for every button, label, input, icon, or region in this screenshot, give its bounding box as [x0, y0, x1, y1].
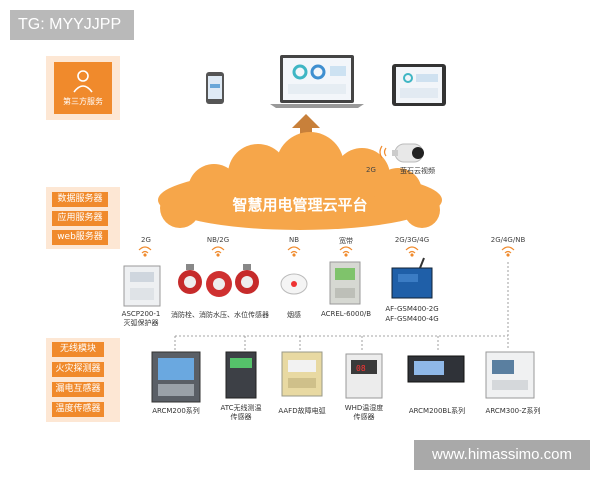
- signal-icons-top: [138, 246, 515, 257]
- laptop-icon: [270, 55, 364, 108]
- net-acrel6000: 宽带: [339, 237, 353, 245]
- device-arcm200bl: [407, 355, 465, 383]
- device-whd: 08: [345, 353, 383, 399]
- label-hydrant: 消防栓、消防水压、水位传感器: [171, 311, 269, 319]
- device-acrel6000: [329, 261, 361, 305]
- label-atc: ATC无线测温 传感器: [220, 404, 262, 421]
- cloud-shape: [158, 132, 442, 230]
- sensor-wireless: 无线模块: [52, 342, 104, 357]
- net-smoke: NB: [288, 236, 300, 244]
- device-af-gsm400: [391, 257, 433, 299]
- server-data: 数据服务器: [52, 192, 108, 207]
- camera-icon: [392, 143, 424, 163]
- label-whd: WHD温湿度 传感器: [344, 404, 384, 421]
- device-arcm300z: [485, 351, 535, 399]
- net-ascp200: 2G: [141, 236, 151, 244]
- sensor-fire: 火灾探测器: [52, 362, 104, 377]
- label-arcm200bl: ARCM200BL系列: [408, 407, 466, 415]
- label-aafd: AAFD故障电弧: [278, 407, 326, 415]
- third-party-label: 第三方服务: [63, 97, 103, 106]
- upload-arrow-icon: [292, 114, 320, 152]
- label-smoke: 烟感: [287, 311, 301, 319]
- tablet-icon: [392, 64, 446, 106]
- svg-text:08: 08: [356, 364, 366, 373]
- bus-connector: [174, 262, 509, 350]
- camera-net: 2G: [366, 166, 376, 174]
- camera-signal-icon: [379, 145, 387, 159]
- net-arcm300z: 2G/4G/NB: [490, 236, 526, 244]
- device-aafd: [281, 351, 323, 397]
- device-atc: [225, 351, 257, 399]
- net-hydrant: NB/2G: [206, 236, 230, 244]
- sensor-temp: 温度传感器: [52, 402, 104, 417]
- device-smoke-detector: [280, 273, 308, 295]
- sensor-leak: 漏电互感器: [52, 382, 104, 397]
- watermark-top: TG: MYYJJPP: [10, 10, 134, 40]
- label-af-gsm400: AF-GSM400-2G AF-GSM400-4G: [385, 305, 439, 323]
- device-arcm200: [151, 351, 201, 403]
- device-hydrant-sensors: [178, 264, 259, 297]
- camera-label: 萤石云视频: [400, 167, 435, 175]
- label-ascp200: ASCP200-1 灭弧保护器: [121, 310, 161, 327]
- device-ascp200: [123, 265, 161, 307]
- watermark-bottom: www.himassimo.com: [414, 440, 590, 470]
- label-arcm300z: ARCM300-Z系列: [485, 407, 541, 415]
- label-acrel6000: ACREL-6000/B: [320, 310, 372, 318]
- label-arcm200: ARCM200系列: [152, 407, 200, 415]
- server-web: web服务器: [52, 230, 108, 245]
- net-af-gsm400: 2G/3G/4G: [394, 236, 430, 244]
- cloud-title: 智慧用电管理云平台: [232, 196, 368, 214]
- server-app: 应用服务器: [52, 211, 108, 226]
- phone-icon: [206, 72, 224, 104]
